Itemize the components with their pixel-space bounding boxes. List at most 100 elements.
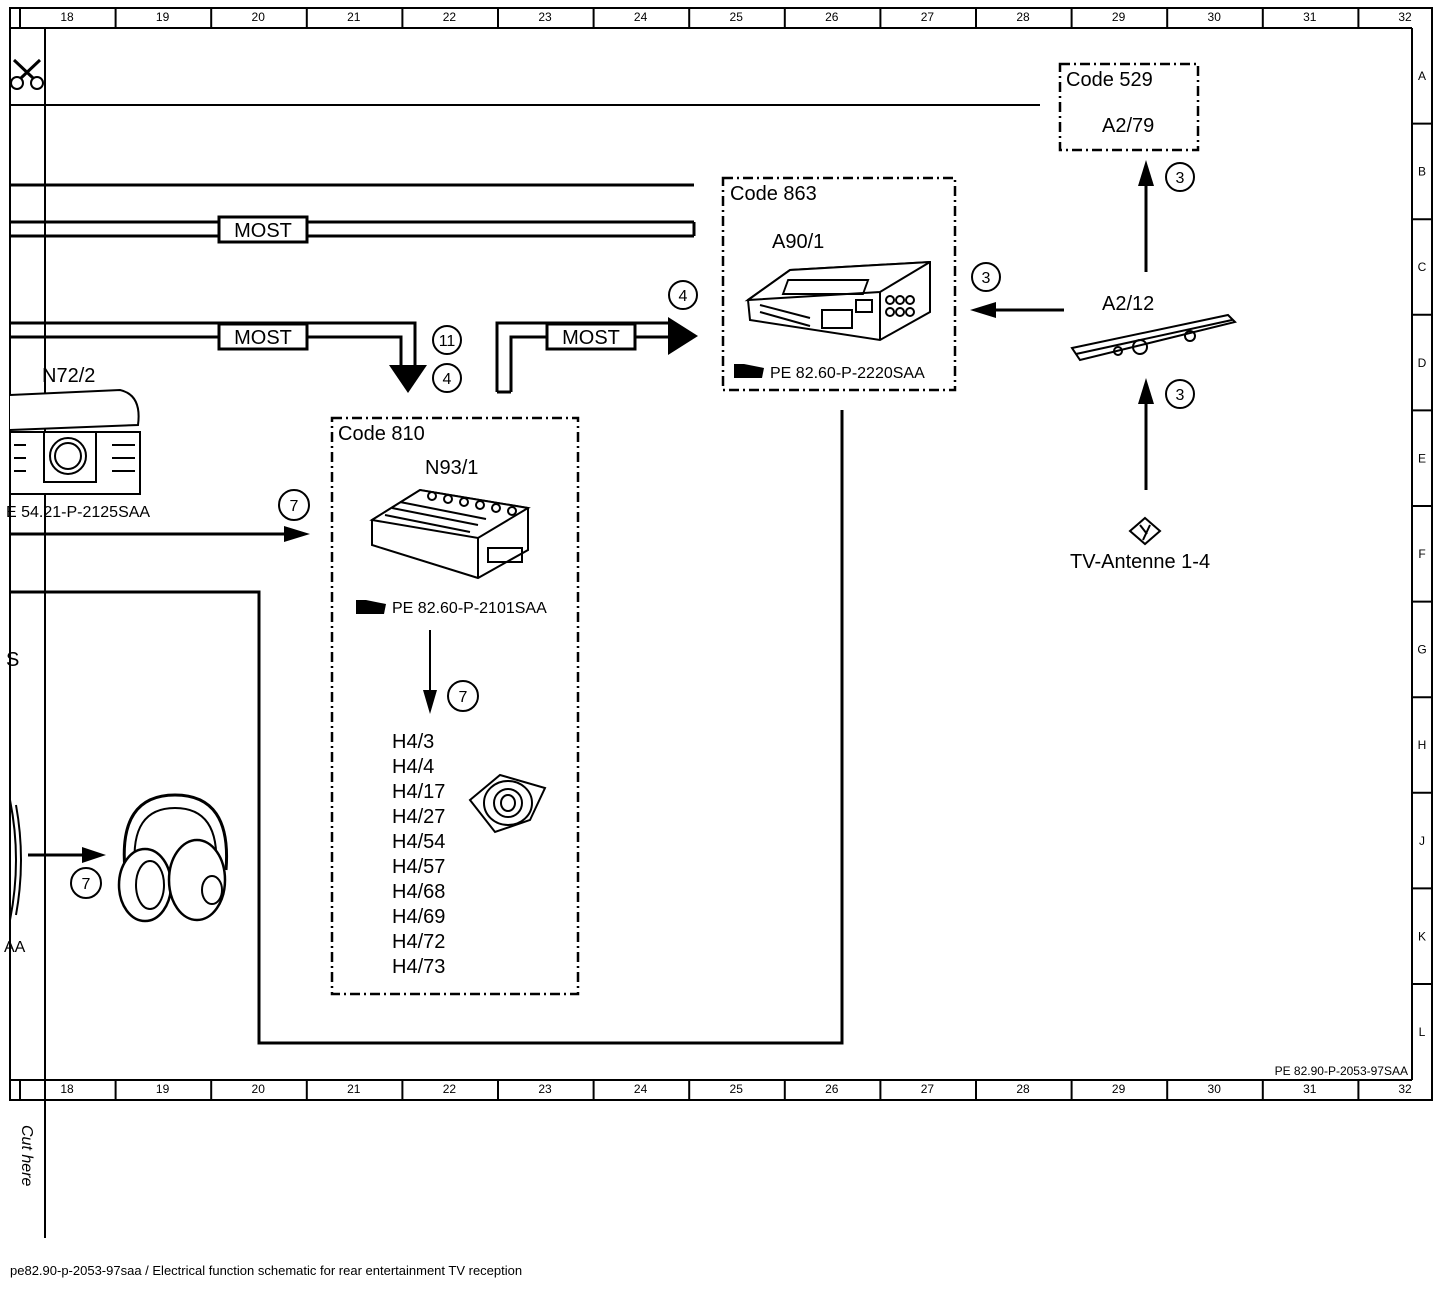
column-number: 18	[60, 10, 74, 24]
speaker-list: H4/3H4/4H4/17H4/27H4/54H4/57H4/68H4/69H4…	[392, 731, 445, 978]
a90-1-ref: PE 82.60-P-2220SAA	[770, 365, 925, 382]
column-number: 31	[1303, 1082, 1317, 1096]
n72-2-label: N72/2	[42, 365, 95, 387]
column-number: 23	[538, 1082, 552, 1096]
column-number: 29	[1112, 10, 1126, 24]
speaker-id: H4/3	[392, 731, 434, 753]
column-number: 28	[1016, 1082, 1030, 1096]
signal-7-upper: 7	[278, 489, 310, 521]
svg-text:11: 11	[439, 333, 456, 350]
a2-79-label: A2/79	[1102, 115, 1154, 137]
most-bus-label-3: MOST	[562, 327, 620, 349]
svg-text:3: 3	[982, 270, 991, 287]
row-letter: K	[1418, 929, 1426, 943]
a90-1-label: A90/1	[772, 231, 824, 253]
column-number: 25	[730, 10, 744, 24]
column-number: 30	[1208, 1082, 1222, 1096]
row-letter: E	[1418, 451, 1426, 465]
n93-1-label: N93/1	[425, 457, 478, 479]
column-number: 32	[1398, 1082, 1412, 1096]
column-number: 18	[60, 1082, 74, 1096]
column-number: 26	[825, 10, 839, 24]
column-number: 27	[921, 10, 935, 24]
antenna-amplifier-icon	[1070, 313, 1237, 362]
row-letter: C	[1418, 260, 1427, 274]
svg-text:7: 7	[290, 498, 299, 515]
speaker-id: H4/69	[392, 906, 445, 928]
code-529-box: Code 529 A2/79	[1058, 62, 1200, 152]
column-number: 28	[1016, 10, 1030, 24]
code-810-box: Code 810 N93/1 PE 82.60-P-2101SAA H4/3H4…	[330, 416, 580, 996]
svg-text:7: 7	[459, 689, 468, 706]
signal-4-left: 4	[432, 363, 462, 393]
column-number: 21	[347, 1082, 361, 1096]
row-letter: H	[1418, 738, 1427, 752]
row-letter: J	[1419, 834, 1425, 848]
column-number: 22	[443, 1082, 457, 1096]
most-bus-label-1: MOST	[234, 220, 292, 242]
speaker-id: H4/57	[392, 856, 445, 878]
signal-7-lower: 7	[70, 867, 102, 899]
n72-2-ref: E 54.21-P-2125SAA	[6, 504, 150, 521]
signal-4-right: 4	[668, 280, 698, 310]
tv-tuner-device-icon	[744, 260, 931, 342]
column-number: 24	[634, 1082, 648, 1096]
column-number: 21	[347, 10, 361, 24]
column-number: 23	[538, 10, 552, 24]
signal-11: 11	[432, 325, 462, 355]
reference-hand-icon	[734, 364, 764, 378]
svg-text:4: 4	[443, 371, 452, 388]
tv-antenna-label: TV-Antenne 1-4	[1070, 551, 1210, 573]
row-letter: B	[1418, 165, 1426, 179]
column-number: 31	[1303, 10, 1317, 24]
column-number: 30	[1208, 10, 1222, 24]
speaker-id: H4/73	[392, 956, 445, 978]
reference-hand-icon	[356, 600, 386, 614]
a2-12-label: A2/12	[1102, 293, 1154, 315]
column-number: 27	[921, 1082, 935, 1096]
column-number: 19	[156, 10, 170, 24]
antenna-symbol-icon	[1128, 516, 1162, 546]
cut-here-label: Cut here	[18, 1125, 35, 1186]
svg-text:3: 3	[1176, 387, 1185, 404]
most-bus-label-2: MOST	[234, 327, 292, 349]
speaker-id: H4/17	[392, 781, 445, 803]
headphones-icon	[117, 793, 229, 923]
speaker-id: H4/72	[392, 931, 445, 953]
svg-text:3: 3	[1176, 170, 1185, 187]
radio-unit-icon	[9, 388, 141, 495]
n93-1-ref: PE 82.60-P-2101SAA	[392, 600, 547, 617]
signal-3-top: 3	[1165, 162, 1195, 192]
svg-text:7: 7	[82, 876, 91, 893]
code-810-label: Code 810	[338, 423, 425, 445]
column-number: 24	[634, 10, 648, 24]
partial-s-label: S	[6, 649, 19, 671]
row-letter: L	[1419, 1025, 1426, 1039]
row-letter: F	[1418, 547, 1425, 561]
code-863-box: Code 863 A90/1 PE 82.60-P-2220SAA	[721, 176, 957, 392]
drawing-frame	[9, 7, 1433, 1101]
cut-line	[10, 28, 1040, 1238]
row-letter: G	[1417, 643, 1426, 657]
speaker-id: H4/68	[392, 881, 445, 903]
speaker-id: H4/27	[392, 806, 445, 828]
amplifier-device-icon	[369, 488, 531, 580]
column-number: 29	[1112, 1082, 1126, 1096]
speaker-id: H4/54	[392, 831, 445, 853]
column-number: 20	[252, 10, 266, 24]
scissors-icon	[10, 58, 44, 90]
row-letter: D	[1418, 356, 1427, 370]
column-number: 22	[443, 10, 457, 24]
signal-7-mid: 7	[447, 680, 479, 712]
speaker-id: H4/4	[392, 756, 434, 778]
column-number: 25	[730, 1082, 744, 1096]
signal-3-bottom: 3	[1165, 379, 1195, 409]
speaker-icon	[468, 773, 547, 834]
code-863-label: Code 863	[730, 183, 817, 205]
doc-reference: PE 82.90-P-2053-97SAA	[1275, 1064, 1408, 1078]
partial-aa-label: AA	[4, 939, 26, 956]
svg-text:4: 4	[679, 288, 688, 305]
column-number: 20	[252, 1082, 266, 1096]
